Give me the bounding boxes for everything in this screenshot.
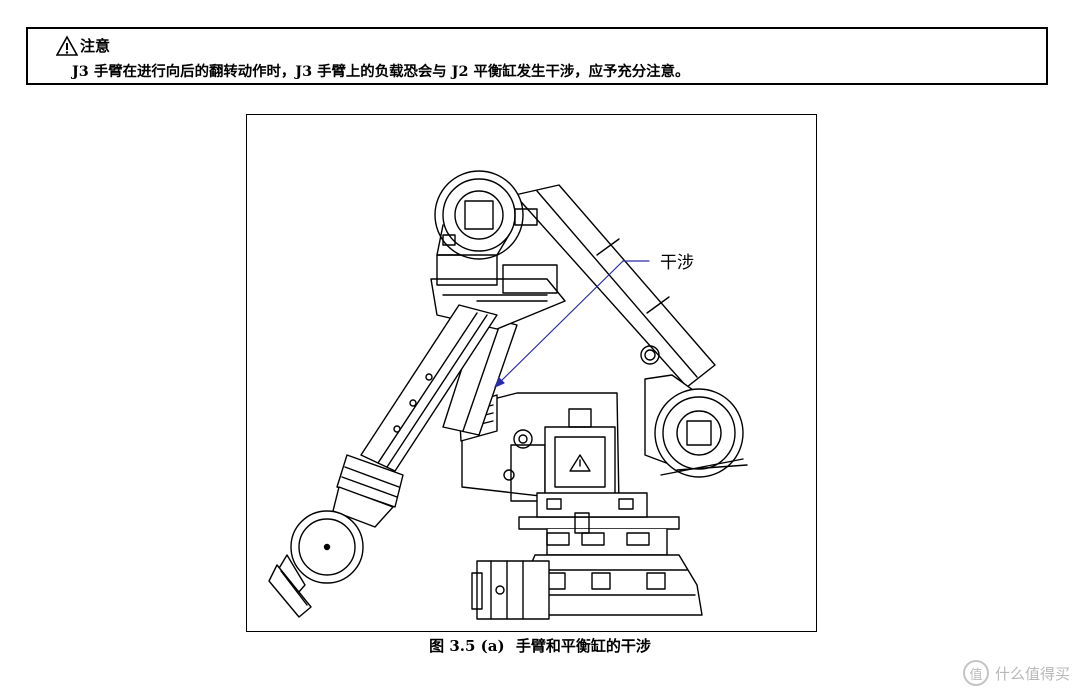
- site-watermark: 值 什么值得买: [962, 660, 1070, 686]
- figure-caption: 图 3.5 (a) 手臂和平衡缸的干涉: [0, 636, 1080, 656]
- wrist: [268, 510, 364, 618]
- watermark-text: 什么值得买: [994, 664, 1070, 683]
- robot-arm-drawing: [268, 170, 748, 620]
- balancer-rear-mount: [644, 374, 748, 478]
- j2-housing: [458, 392, 648, 534]
- caption-number: 图 3.5 (a): [429, 637, 505, 655]
- balancer-cylinder: [514, 184, 716, 388]
- interference-label: 干涉: [660, 253, 694, 273]
- notice-body-text: J3 手臂在进行向后的翻转动作时，J3 手臂上的负载恐会与 J2 平衡缸发生干涉…: [72, 63, 690, 80]
- robot-arm-figure: 干涉: [246, 114, 817, 632]
- notice-title: 注意: [80, 37, 111, 55]
- robot-base: [471, 516, 703, 620]
- warning-triangle-icon: [56, 35, 78, 56]
- caution-notice-box: 注意 J3 手臂在进行向后的翻转动作时，J3 手臂上的负载恐会与 J2 平衡缸发…: [26, 27, 1048, 85]
- interference-callout-arrow: [494, 260, 650, 388]
- watermark-logo-icon: 值: [962, 660, 989, 686]
- caption-text: 手臂和平衡缸的干涉: [515, 637, 651, 655]
- j3-pivot: [434, 170, 538, 260]
- j3-forearm: [332, 304, 498, 528]
- notice-header: 注意: [56, 35, 110, 57]
